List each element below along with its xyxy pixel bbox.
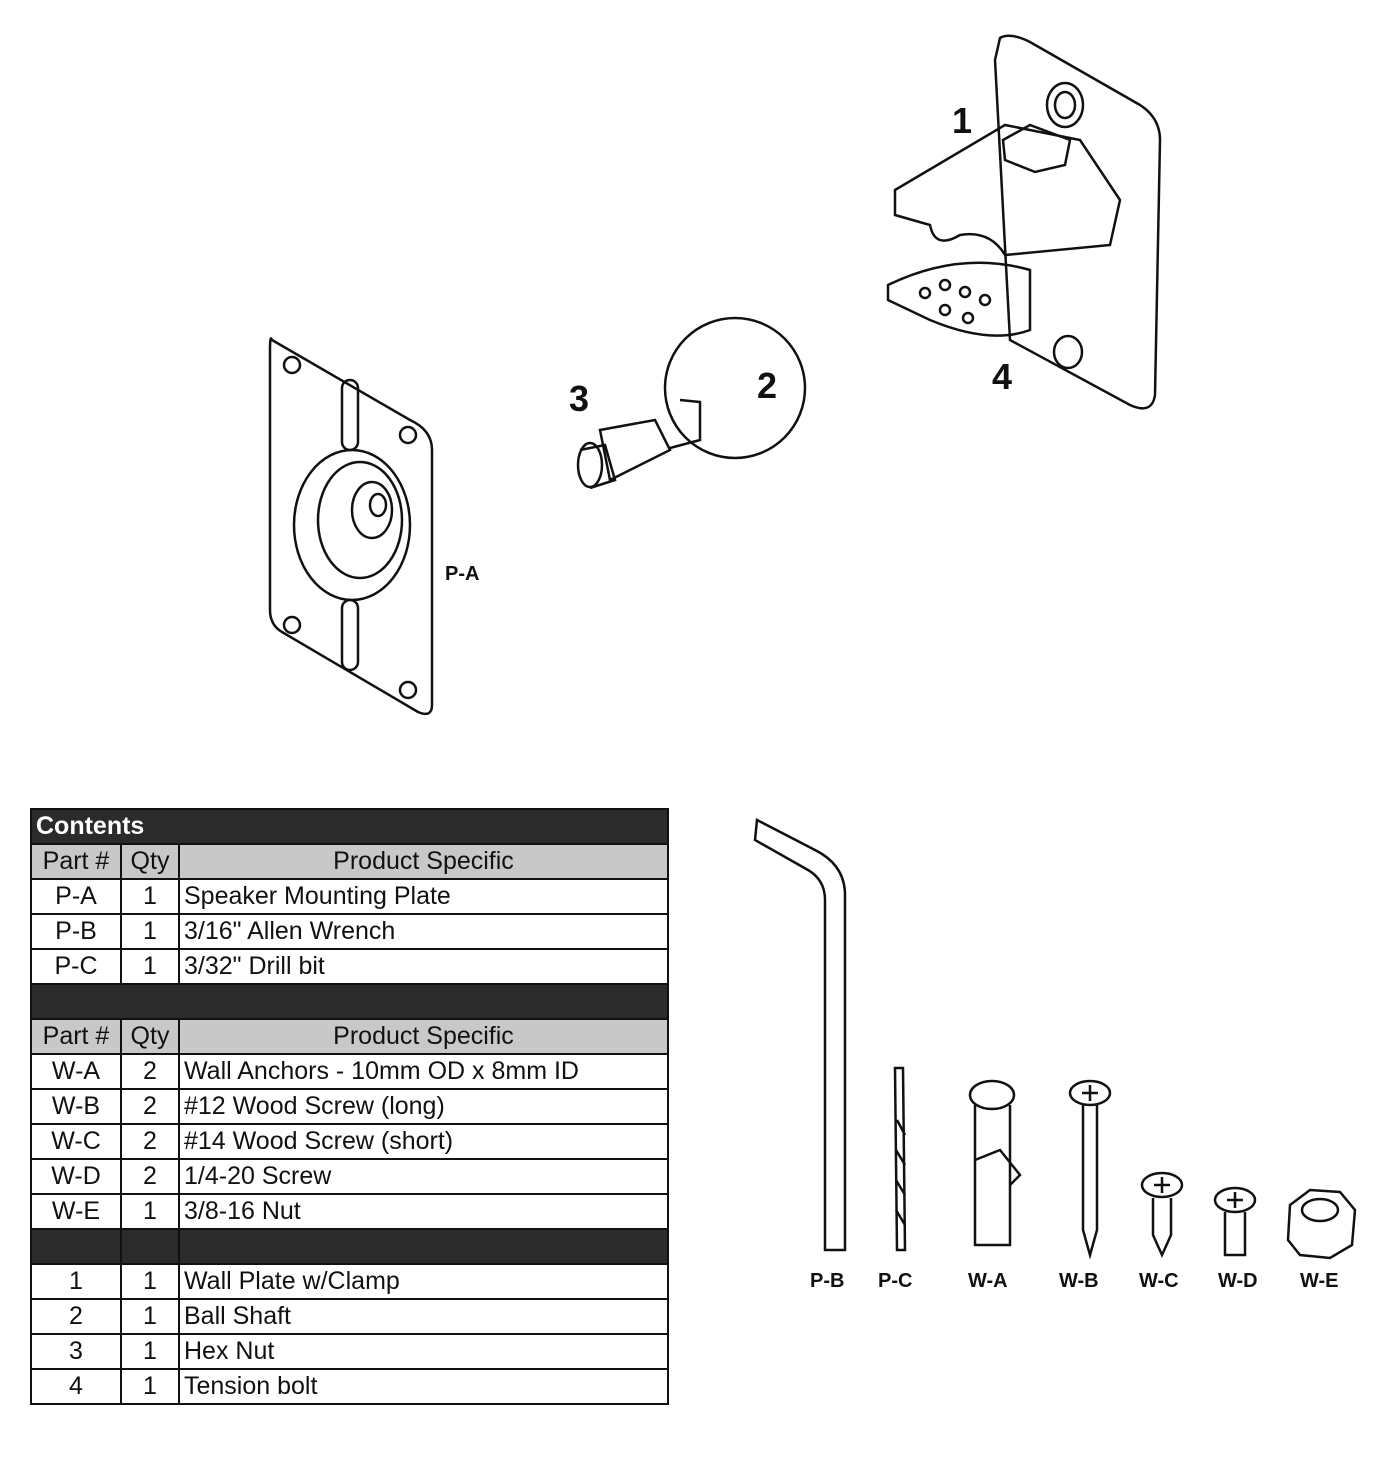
header-qty: Qty	[120, 843, 180, 880]
header-product: Product Specific	[178, 1018, 669, 1055]
part-cell: P-B	[30, 913, 122, 950]
product-cell: 3/32" Drill bit	[178, 948, 669, 985]
mounting-plate-drawing	[268, 337, 434, 716]
part-cell: P-A	[30, 878, 122, 915]
product-cell: #14 Wood Screw (short)	[178, 1123, 669, 1160]
part-cell: P-C	[30, 948, 122, 985]
product-cell: 1/4-20 Screw	[178, 1158, 669, 1195]
qty-cell: 1	[120, 1333, 180, 1370]
header-part: Part #	[30, 843, 122, 880]
qty-cell: 2	[120, 1053, 180, 1090]
part-cell: 1	[30, 1263, 122, 1300]
allen-wrench-drawing	[753, 818, 847, 1252]
product-cell: Wall Plate w/Clamp	[178, 1263, 669, 1300]
qty-cell: 1	[120, 913, 180, 950]
product-cell: Hex Nut	[178, 1333, 669, 1370]
qty-cell: 1	[120, 878, 180, 915]
long-screw-drawing	[1068, 1079, 1112, 1260]
product-cell: #12 Wood Screw (long)	[178, 1088, 669, 1125]
label-p-c: P-C	[878, 1270, 913, 1292]
callout-3: 3	[569, 378, 590, 419]
callout-2: 2	[757, 365, 778, 406]
separator-row	[30, 983, 669, 1020]
label-w-d: W-D	[1218, 1270, 1258, 1292]
header-qty: Qty	[120, 1018, 180, 1055]
part-cell: W-C	[30, 1123, 122, 1160]
label-w-b: W-B	[1059, 1270, 1099, 1292]
nut-drawing	[1286, 1188, 1357, 1260]
wall-bracket-drawing	[886, 34, 1162, 410]
part-cell: 4	[30, 1368, 122, 1405]
callout-1: 1	[952, 100, 973, 141]
product-cell: Speaker Mounting Plate	[178, 878, 669, 915]
part-cell: W-D	[30, 1158, 122, 1195]
label-w-a: W-A	[968, 1270, 1008, 1292]
product-cell: Ball Shaft	[178, 1298, 669, 1335]
product-cell: Tension bolt	[178, 1368, 669, 1405]
part-cell: 3	[30, 1333, 122, 1370]
table-title: Contents	[30, 808, 669, 845]
part-cell: 2	[30, 1298, 122, 1335]
contents-table: Contents Part # Qty Product Specific P-A…	[30, 808, 669, 1405]
product-cell: 3/16" Allen Wrench	[178, 913, 669, 950]
product-cell: Wall Anchors - 10mm OD x 8mm ID	[178, 1053, 669, 1090]
product-cell: 3/8-16 Nut	[178, 1193, 669, 1230]
wall-anchor-drawing	[968, 1079, 1022, 1247]
qty-cell: 1	[120, 1298, 180, 1335]
table-header: Part # Qty Product Specific	[30, 1018, 669, 1055]
qty-cell: 1	[120, 1368, 180, 1405]
label-w-c: W-C	[1139, 1270, 1179, 1292]
qty-cell: 1	[120, 1263, 180, 1300]
separator-row	[30, 1228, 669, 1265]
short-screw-drawing	[1140, 1171, 1184, 1259]
qty-cell: 1	[120, 948, 180, 985]
part-cell: W-A	[30, 1053, 122, 1090]
callout-4: 4	[992, 356, 1013, 397]
machine-screw-drawing	[1213, 1186, 1257, 1257]
table-header: Part # Qty Product Specific	[30, 843, 669, 880]
qty-cell: 2	[120, 1123, 180, 1160]
label-w-e: W-E	[1300, 1270, 1339, 1292]
ball-shaft-drawing	[576, 316, 807, 490]
callout-p-a: P-A	[445, 563, 480, 585]
drill-bit-drawing	[893, 1066, 907, 1252]
qty-cell: 2	[120, 1158, 180, 1195]
qty-cell: 1	[120, 1193, 180, 1230]
header-product: Product Specific	[178, 843, 669, 880]
label-p-b: P-B	[810, 1270, 845, 1292]
qty-cell: 2	[120, 1088, 180, 1125]
header-part: Part #	[30, 1018, 122, 1055]
part-cell: W-B	[30, 1088, 122, 1125]
part-cell: W-E	[30, 1193, 122, 1230]
